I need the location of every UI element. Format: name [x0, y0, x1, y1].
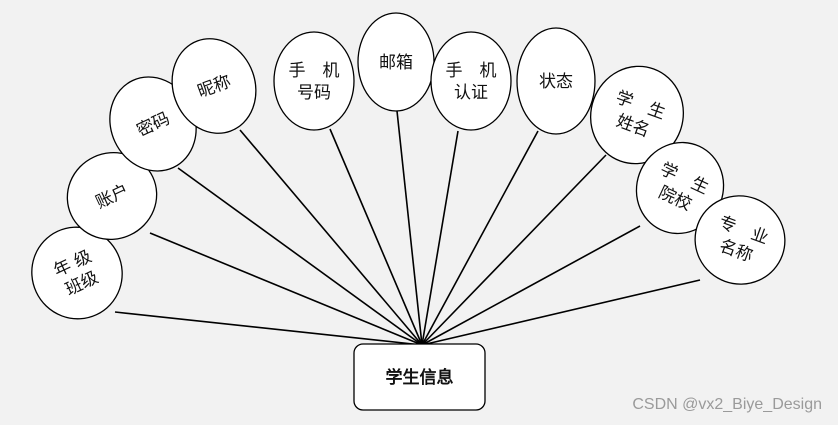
attribute-major-name: 专 业名称	[694, 195, 786, 285]
connector-grade-class	[114, 311, 423, 346]
attribute-ellipse	[66, 151, 158, 241]
attribute-email: 邮箱	[357, 12, 435, 112]
attribute-phone-number: 手 机号码	[273, 31, 355, 131]
connector-status	[421, 130, 539, 346]
connector-account	[149, 232, 423, 346]
attribute-password: 密码	[109, 76, 197, 172]
attribute-label: 邮箱	[379, 53, 413, 73]
connector-phone-verify	[421, 130, 459, 346]
attribute-ellipse	[31, 226, 123, 320]
entity-label: 学生信息	[386, 367, 454, 388]
attribute-ellipse	[273, 31, 355, 131]
attribute-ellipse	[516, 27, 596, 135]
connector-phone-number	[329, 128, 423, 346]
connector-password	[177, 167, 423, 346]
attribute-ellipse	[430, 31, 512, 131]
attribute-status: 状态	[516, 27, 596, 135]
connector-student-name	[421, 154, 607, 346]
watermark: CSDN @vx2_Biye_Design	[632, 396, 822, 413]
attribute-label: 手 机	[289, 61, 340, 81]
entity-box	[353, 343, 486, 411]
attribute-ellipse	[694, 195, 786, 285]
attribute-nickname: 昵称	[171, 38, 257, 134]
connector-major-name	[421, 279, 701, 346]
attribute-phone-verify: 手 机认证	[430, 31, 512, 131]
attribute-label: 号码	[297, 83, 331, 103]
connector-email	[396, 110, 423, 346]
attribute-label: 认证	[454, 83, 488, 103]
attribute-grade-class: 年 级班级	[31, 226, 123, 320]
attribute-ellipse	[171, 38, 257, 134]
attribute-ellipse	[589, 65, 685, 165]
connector-nickname	[239, 129, 423, 346]
attribute-account: 账户	[66, 151, 158, 241]
attribute-label: 状态	[539, 72, 573, 92]
attribute-label: 手 机	[446, 61, 497, 81]
attribute-student-name: 学 生姓名	[589, 65, 685, 165]
connector-student-college	[421, 225, 641, 346]
attribute-student-college: 学 生院校	[635, 141, 725, 235]
